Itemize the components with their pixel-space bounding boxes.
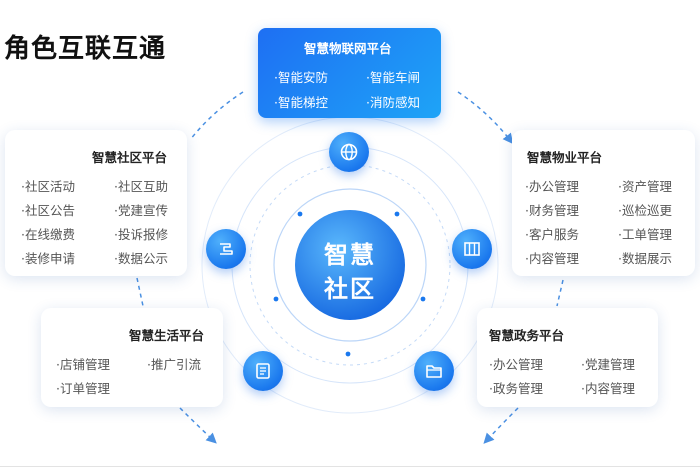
hub-label-line1: 智慧 <box>324 241 376 269</box>
flow-arc-top-right <box>457 91 514 145</box>
life-item: ·推广引流 <box>147 357 201 372</box>
iot-item: ·消防感知 <box>366 95 420 110</box>
community-item: ·装修申请 <box>21 251 75 266</box>
property-item: ·办公管理 <box>525 179 579 194</box>
ring-dot <box>345 351 351 357</box>
flow-arc-bottom-right <box>483 407 519 444</box>
building-icon <box>452 229 492 269</box>
property-item: ·客户服务 <box>525 227 579 242</box>
life-item: ·店铺管理 <box>56 357 110 372</box>
community-item: ·党建宣传 <box>114 203 168 218</box>
gov-platform-card: 智慧政务平台 ·办公管理 ·党建管理 ·政务管理 ·内容管理 <box>477 308 658 407</box>
iot-item: ·智能安防 <box>274 70 328 85</box>
iot-platform-card: 智慧物联网平台 ·智能安防 ·智能车闸 ·智能梯控 ·消防感知 <box>258 28 441 118</box>
iot-item: ·智能车闸 <box>366 70 420 85</box>
property-item: ·巡检巡更 <box>618 203 672 218</box>
ring-dot <box>394 211 400 217</box>
property-item: ·内容管理 <box>525 251 579 266</box>
property-platform-title: 智慧物业平台 <box>527 150 603 165</box>
hub-label: 智慧 社区 <box>300 238 400 306</box>
community-platform-title: 智慧社区平台 <box>92 150 168 165</box>
life-platform-card: 智慧生活平台 ·店铺管理 ·推广引流 ·订单管理 <box>41 308 223 407</box>
flow-arc-right <box>556 279 564 307</box>
iot-platform-title: 智慧物联网平台 <box>304 41 392 56</box>
hub-label-line2: 社区 <box>324 275 376 303</box>
flow-arc-top-left <box>189 91 244 141</box>
community-item: ·社区公告 <box>21 203 75 218</box>
community-item: ·投诉报修 <box>114 227 168 242</box>
page-title: 角色互联互通 <box>4 34 167 64</box>
community-item: ·在线缴费 <box>21 227 75 242</box>
life-platform-title: 智慧生活平台 <box>129 328 205 343</box>
property-item: ·数据展示 <box>618 251 672 266</box>
community-item: ·社区活动 <box>21 179 75 194</box>
gov-item: ·内容管理 <box>581 381 635 396</box>
flow-arc-bottom-left <box>179 407 217 444</box>
document-icon <box>243 351 283 391</box>
globe-icon <box>329 132 369 172</box>
life-item: ·订单管理 <box>56 381 110 396</box>
ring-dot <box>297 211 303 217</box>
flow-arc-left <box>136 277 144 307</box>
community-item: ·数据公示 <box>114 251 168 266</box>
property-item: ·资产管理 <box>618 179 672 194</box>
iot-item: ·智能梯控 <box>274 95 328 110</box>
property-item: ·财务管理 <box>525 203 579 218</box>
gov-item: ·政务管理 <box>489 381 543 396</box>
hub-circle <box>295 210 405 320</box>
community-platform-card: 智慧社区平台 ·社区活动 ·社区互助 ·社区公告 ·党建宣传 ·在线缴费 ·投诉… <box>5 130 187 276</box>
property-item: ·工单管理 <box>618 227 672 242</box>
gov-item: ·办公管理 <box>489 357 543 372</box>
ticket-icon <box>206 229 246 269</box>
gov-item: ·党建管理 <box>581 357 635 372</box>
bottom-divider <box>0 466 700 467</box>
ring-dot <box>273 296 279 302</box>
gov-platform-title: 智慧政务平台 <box>489 328 565 343</box>
folder-icon <box>414 351 454 391</box>
ring-dot <box>420 296 426 302</box>
community-item: ·社区互助 <box>114 179 168 194</box>
property-platform-card: 智慧物业平台 ·办公管理 ·资产管理 ·财务管理 ·巡检巡更 ·客户服务 ·工单… <box>512 130 695 276</box>
